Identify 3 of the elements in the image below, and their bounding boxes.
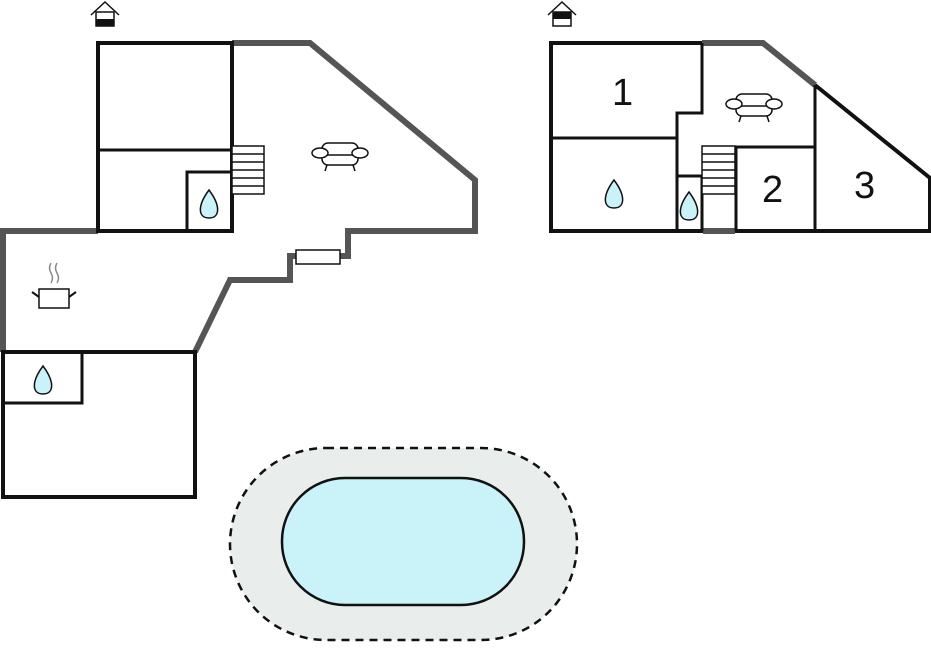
room-number: 1 bbox=[612, 74, 634, 112]
room-number: 3 bbox=[854, 167, 876, 205]
room-number: 2 bbox=[762, 171, 784, 209]
